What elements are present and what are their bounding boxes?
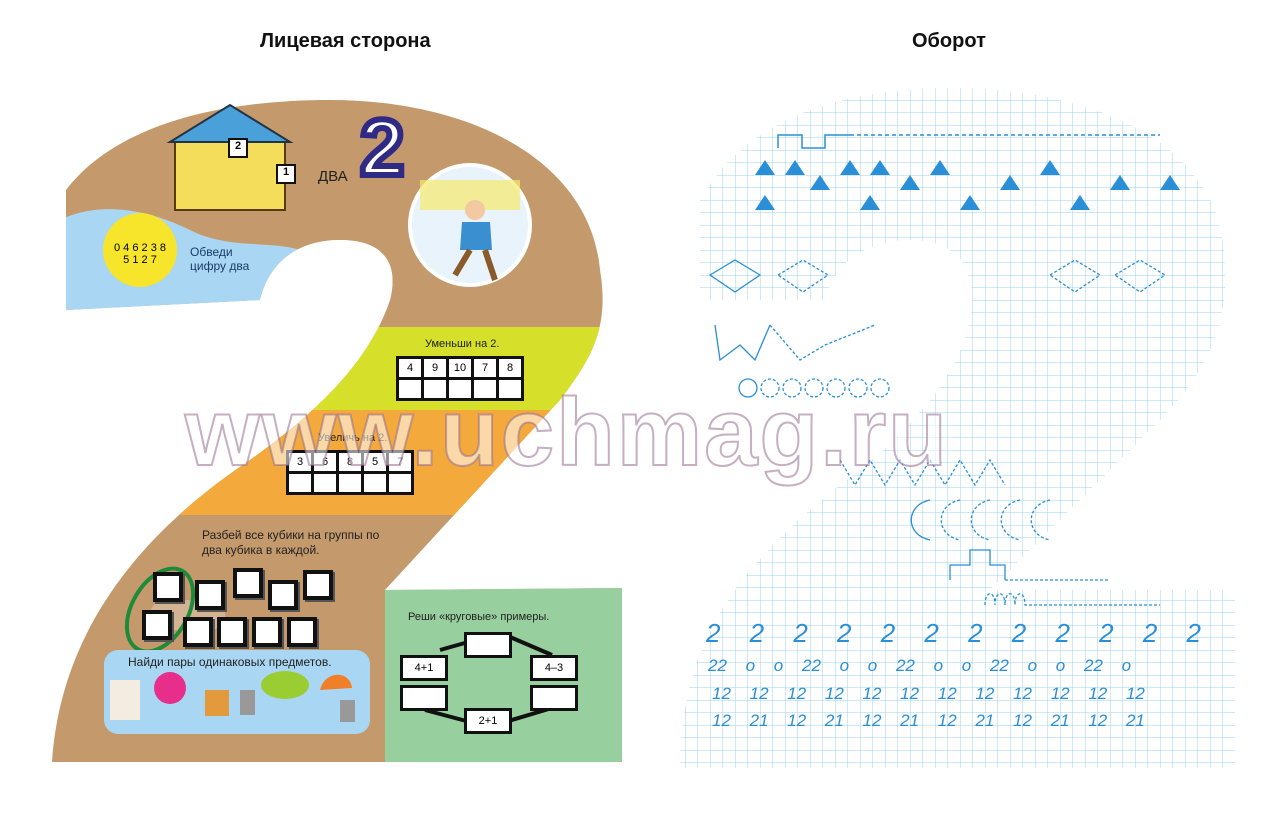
cell: 6 xyxy=(314,453,336,471)
clothes-pictures xyxy=(110,671,355,722)
answer-cell[interactable] xyxy=(364,474,386,492)
house-card: 1 xyxy=(276,164,296,184)
cube[interactable] xyxy=(153,572,183,602)
back-card-grid xyxy=(680,88,1235,768)
answer-cell[interactable] xyxy=(339,474,361,492)
cube[interactable] xyxy=(303,570,333,600)
example-box: 4+1 xyxy=(400,655,448,681)
cell: 8 xyxy=(499,359,521,377)
answer-cell[interactable] xyxy=(499,380,521,398)
worksheet-row-12: 12 12 12 12 12 12 12 12 12 12 12 12 xyxy=(712,684,1145,703)
cube[interactable] xyxy=(268,580,298,610)
front-card-shape xyxy=(52,100,622,762)
answer-cell[interactable] xyxy=(289,474,311,492)
example-box: 2+1 xyxy=(464,708,512,734)
watermark: www.uchmag.ru xyxy=(184,378,949,487)
decrease-task-text: Уменьши на 2. xyxy=(425,338,500,350)
cube[interactable] xyxy=(183,617,213,647)
increase-task-text: Увеличь на 2. xyxy=(318,432,388,444)
cubes-task-text: Разбей все кубики на группы по два кубик… xyxy=(202,528,380,557)
back-side-title: Оборот xyxy=(912,30,986,52)
cell: 8 xyxy=(339,453,361,471)
front-side-title: Лицевая сторона xyxy=(260,30,431,52)
worksheet-row-twos: 2 2 2 2 2 2 2 2 2 2 2 2 xyxy=(706,618,1201,648)
cube[interactable] xyxy=(252,617,282,647)
answer-box[interactable] xyxy=(400,685,448,711)
answer-cell[interactable] xyxy=(424,380,446,398)
answer-box[interactable] xyxy=(464,632,512,658)
answer-cell[interactable] xyxy=(389,474,411,492)
circular-task-text: Реши «круговые» примеры. xyxy=(408,611,550,623)
cube[interactable] xyxy=(217,617,247,647)
pairs-task-text: Найди пары одинаковых предметов. xyxy=(128,655,332,669)
worksheet-row-22o: 22 о о 22 о о 22 о о 22 о о 22 о xyxy=(708,656,1132,675)
answer-cell[interactable] xyxy=(474,380,496,398)
answer-cell[interactable] xyxy=(399,380,421,398)
cube[interactable] xyxy=(142,610,172,640)
example-box: 4–3 xyxy=(530,655,578,681)
cell: 4 xyxy=(399,359,421,377)
cube[interactable] xyxy=(287,617,317,647)
answer-box[interactable] xyxy=(530,685,578,711)
answer-cell[interactable] xyxy=(314,474,336,492)
answer-cell[interactable] xyxy=(449,380,471,398)
trace-task-text: Обведи цифру два xyxy=(190,245,250,273)
cube[interactable] xyxy=(195,580,225,610)
worksheet-row-1221: 12 21 12 21 12 21 12 21 12 21 12 21 xyxy=(712,711,1145,730)
triangles-pattern xyxy=(755,160,1180,210)
cell: 9 xyxy=(424,359,446,377)
cell: 7 xyxy=(389,453,411,471)
big-digit-two: 2 xyxy=(357,103,407,192)
cube[interactable] xyxy=(233,568,263,598)
cell: 10 xyxy=(449,359,471,377)
house-card: 2 xyxy=(228,138,248,158)
cell: 7 xyxy=(474,359,496,377)
cell: 3 xyxy=(289,453,311,471)
cell: 5 xyxy=(364,453,386,471)
digit-circle: 0 4 6 2 3 8 5 1 2 7 xyxy=(114,242,166,266)
number-word: ДВА xyxy=(318,168,348,185)
